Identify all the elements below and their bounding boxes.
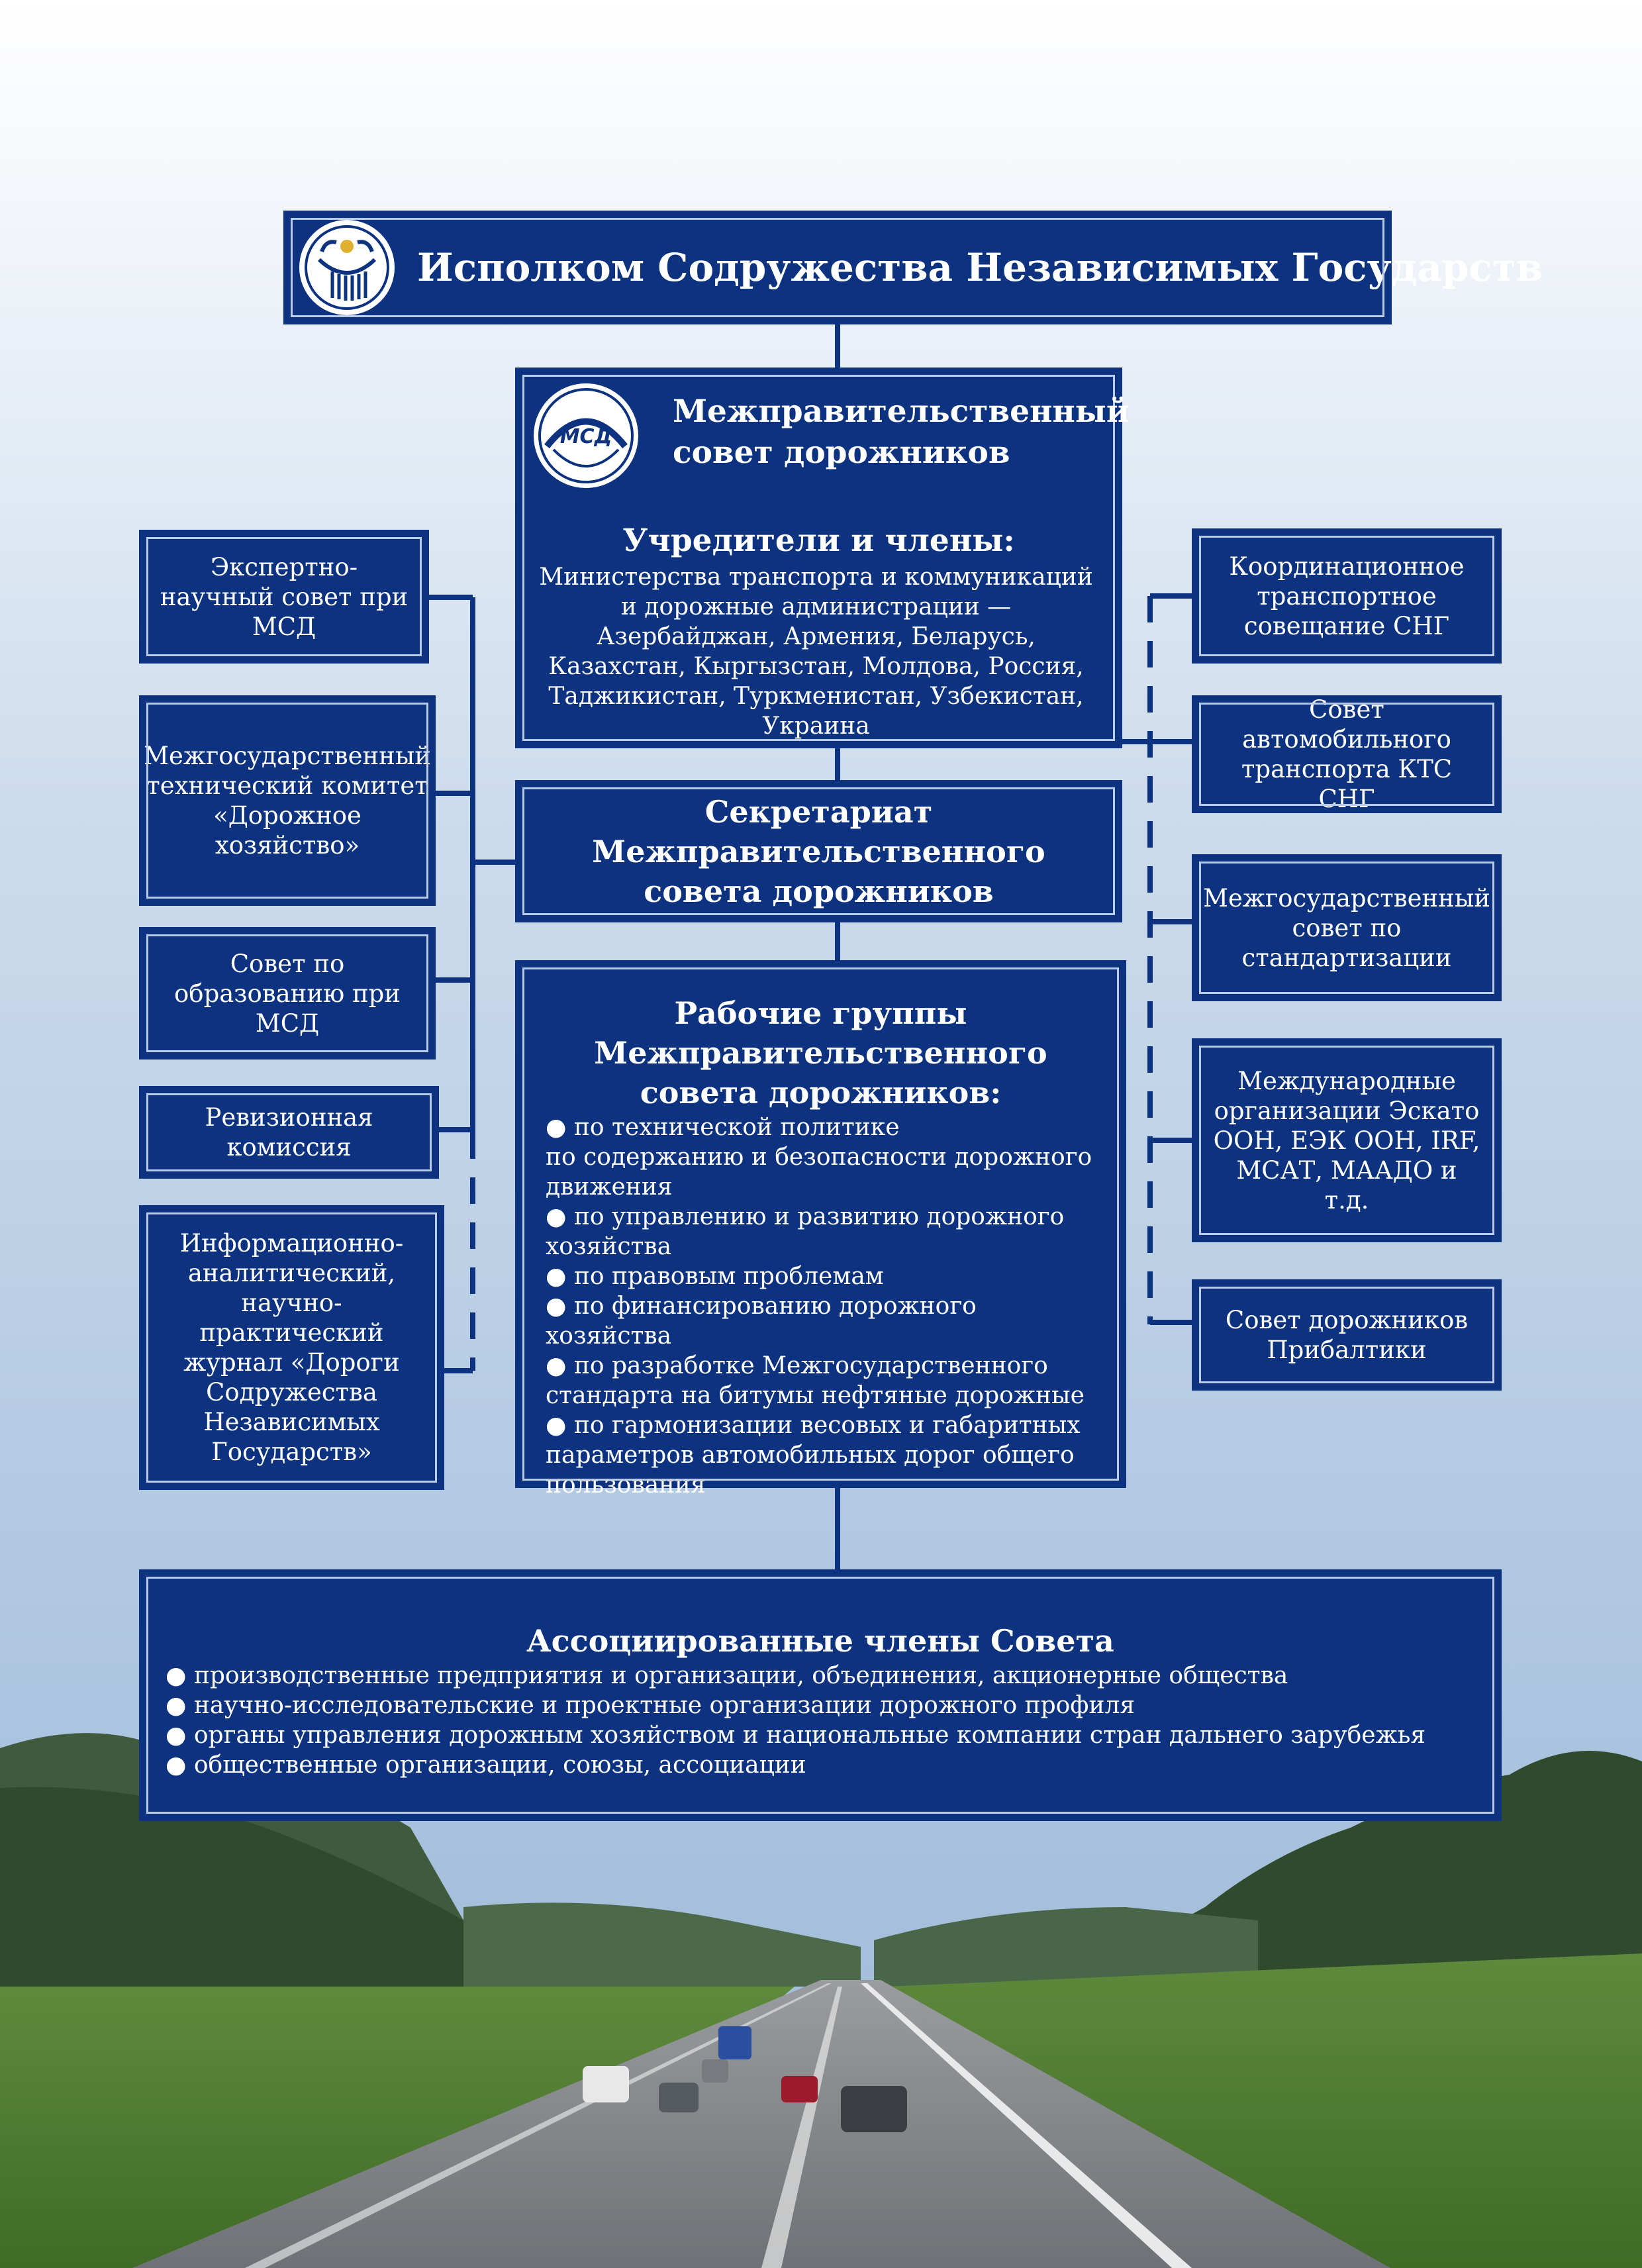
associated-members-title: Ассоциированные члены Совета — [526, 1623, 1114, 1659]
right-box-standardization-council: Межгосударственный совет по стандартизац… — [1192, 854, 1502, 1001]
council-name: Межправительственный совет дорожников — [673, 393, 1130, 471]
left-box-expert-council: Экспертно-научный совет при МСД — [139, 530, 429, 664]
working-group-item: ● по технической политике — [546, 1114, 900, 1141]
associated-members-list: ● производственные предприятия и организ… — [143, 1661, 1498, 1780]
right-box-auto-transport-council: Совет автомобильного транспорта КТС СНГ — [1192, 695, 1502, 813]
right-box-label: Международные организации Эскато ООН, ЕЭ… — [1213, 1066, 1480, 1214]
left-box-label: Ревизионная комиссия — [205, 1103, 373, 1161]
working-group-item: ● по финансированию дорожного хозяйства — [546, 1293, 977, 1350]
secretariat-title: Секретариат Межправительственного совета… — [592, 793, 1045, 909]
working-group-item: по содержанию и безопасности дорожного д… — [546, 1144, 1092, 1201]
left-box-education-council: Совет по образованию при МСД — [139, 927, 436, 1060]
council-box: МСД Межправительственный совет дорожнико… — [515, 368, 1130, 748]
cis-executive-title: Исполком Содружества Независимых Государ… — [417, 245, 1543, 290]
right-box-label: Межгосударственный совет по стандартизац… — [1203, 883, 1490, 972]
right-box-label: Совет автомобильного транспорта КТС СНГ — [1241, 695, 1453, 813]
working-groups-list: ● по технической политике по содержанию … — [519, 1112, 1122, 1500]
left-box-audit-commission: Ревизионная комиссия — [139, 1086, 439, 1179]
left-box-label: Межгосударственный технический комитет «… — [144, 742, 431, 860]
right-box-label: Координационное транспортное совещание С… — [1229, 552, 1465, 640]
working-groups-box: Рабочие группы Межправительственного сов… — [515, 960, 1126, 1499]
left-box-journal: Информационно-аналитический, научно-прак… — [139, 1205, 444, 1490]
right-box-baltic-council: Совет дорожников Прибалтики — [1192, 1279, 1502, 1391]
msd-logo-text: МСД — [560, 425, 612, 448]
cis-executive-box: Исполком Содружества Независимых Государ… — [283, 211, 1543, 324]
associated-member-item: ● научно-исследовательские и проектные о… — [166, 1692, 1135, 1719]
associated-members-box: Ассоциированные члены Совета ● производс… — [139, 1569, 1502, 1821]
working-groups-title: Рабочие группы Межправительственного сов… — [594, 995, 1047, 1110]
working-group-item: ● по правовым проблемам — [546, 1263, 884, 1290]
cis-emblem-icon — [299, 220, 395, 315]
founders-title: Учредители и члены: — [622, 522, 1015, 559]
left-box-label: Совет по образованию при МСД — [174, 949, 401, 1038]
associated-member-item: ● производственные предприятия и организ… — [166, 1662, 1288, 1689]
working-group-item: ● по разработке Межгосударственного стан… — [546, 1352, 1085, 1409]
founders-text: Министерства транспорта и коммуникаций и… — [539, 564, 1093, 740]
msd-logo-icon: МСД — [534, 383, 638, 488]
right-box-international-orgs: Международные организации Эскато ООН, ЕЭ… — [1192, 1038, 1502, 1242]
left-box-label: Экспертно-научный совет при МСД — [160, 552, 409, 641]
working-group-item: ● по управлению и развитию дорожного хоз… — [546, 1203, 1065, 1260]
secretariat-box: Секретариат Межправительственного совета… — [515, 780, 1122, 922]
right-box-label: Совет дорожников Прибалтики — [1225, 1306, 1469, 1364]
associated-member-item: ● органы управления дорожным хозяйством … — [166, 1722, 1426, 1749]
working-group-item: ● по гармонизации весовых и габаритных п… — [546, 1412, 1081, 1499]
left-box-label: Информационно-аналитический, научно-прак… — [179, 1229, 404, 1466]
associated-member-item: ● общественные организации, союзы, ассоц… — [166, 1751, 806, 1779]
right-box-transport-meeting: Координационное транспортное совещание С… — [1192, 528, 1502, 664]
left-box-technical-committee: Межгосударственный технический комитет «… — [139, 695, 436, 906]
